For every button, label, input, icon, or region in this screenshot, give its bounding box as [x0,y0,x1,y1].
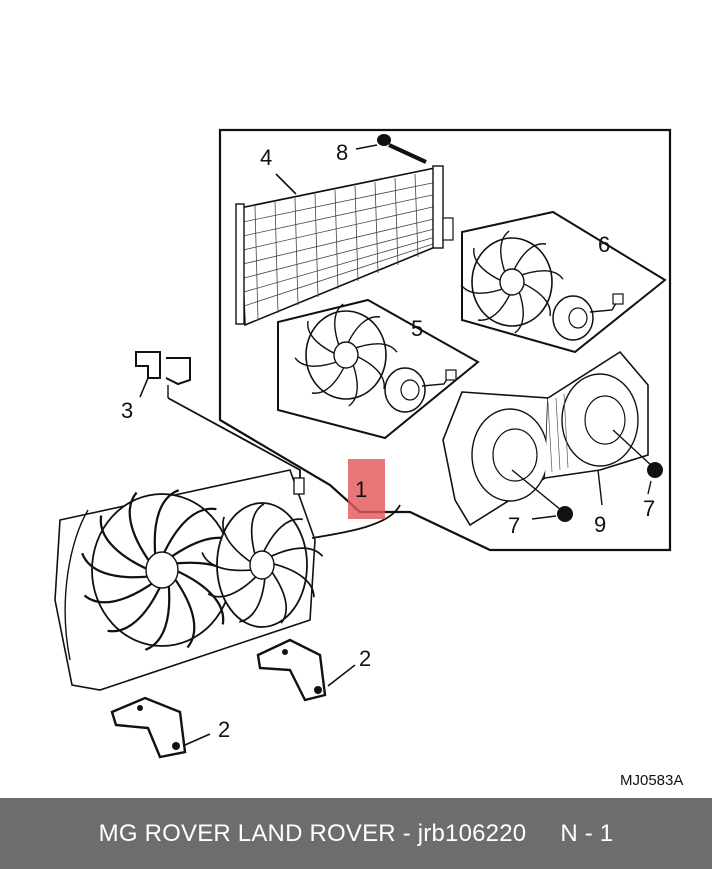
part-number-text: MG ROVER LAND ROVER - jrb106220 [98,819,527,847]
motor-5-illustration [384,367,457,413]
parts-diagram: 1 2 2 3 4 5 6 7 7 8 9 MJ0583A [54,128,683,789]
callout-5: 5 [411,316,423,341]
clip-illustration [135,351,191,386]
callout-2b: 2 [218,717,230,742]
fan-5-illustration [294,303,398,407]
fan-motor-6-frame [461,210,667,354]
callout-7b: 7 [643,496,655,521]
cowling-illustration [442,350,649,527]
callout-8: 8 [336,140,348,165]
bolt-illustration [377,134,427,164]
callout-3: 3 [121,398,133,423]
diagram-reference-code: MJ0583A [620,772,683,789]
callout-4: 4 [260,145,272,170]
position-text: N - 1 [560,819,614,847]
fan-assembly-illustration [54,469,324,691]
callout-6: 6 [598,232,610,257]
bracket-2a-illustration [256,638,327,702]
callout-2a: 2 [359,646,371,671]
callout-1-highlight [348,459,385,519]
condenser-illustration [235,165,454,327]
callout-9: 9 [594,512,606,537]
fan-motor-5-frame [277,298,480,440]
part-info-footer: MG ROVER LAND ROVER - jrb106220 N - 1 [0,798,712,869]
callout-7a: 7 [508,513,520,538]
bracket-2b-illustration [110,696,187,759]
fan-6-illustration [460,230,564,334]
motor-6-illustration [552,293,624,341]
exploded-view-frame [218,128,672,552]
callout-1: 1 [355,477,367,502]
